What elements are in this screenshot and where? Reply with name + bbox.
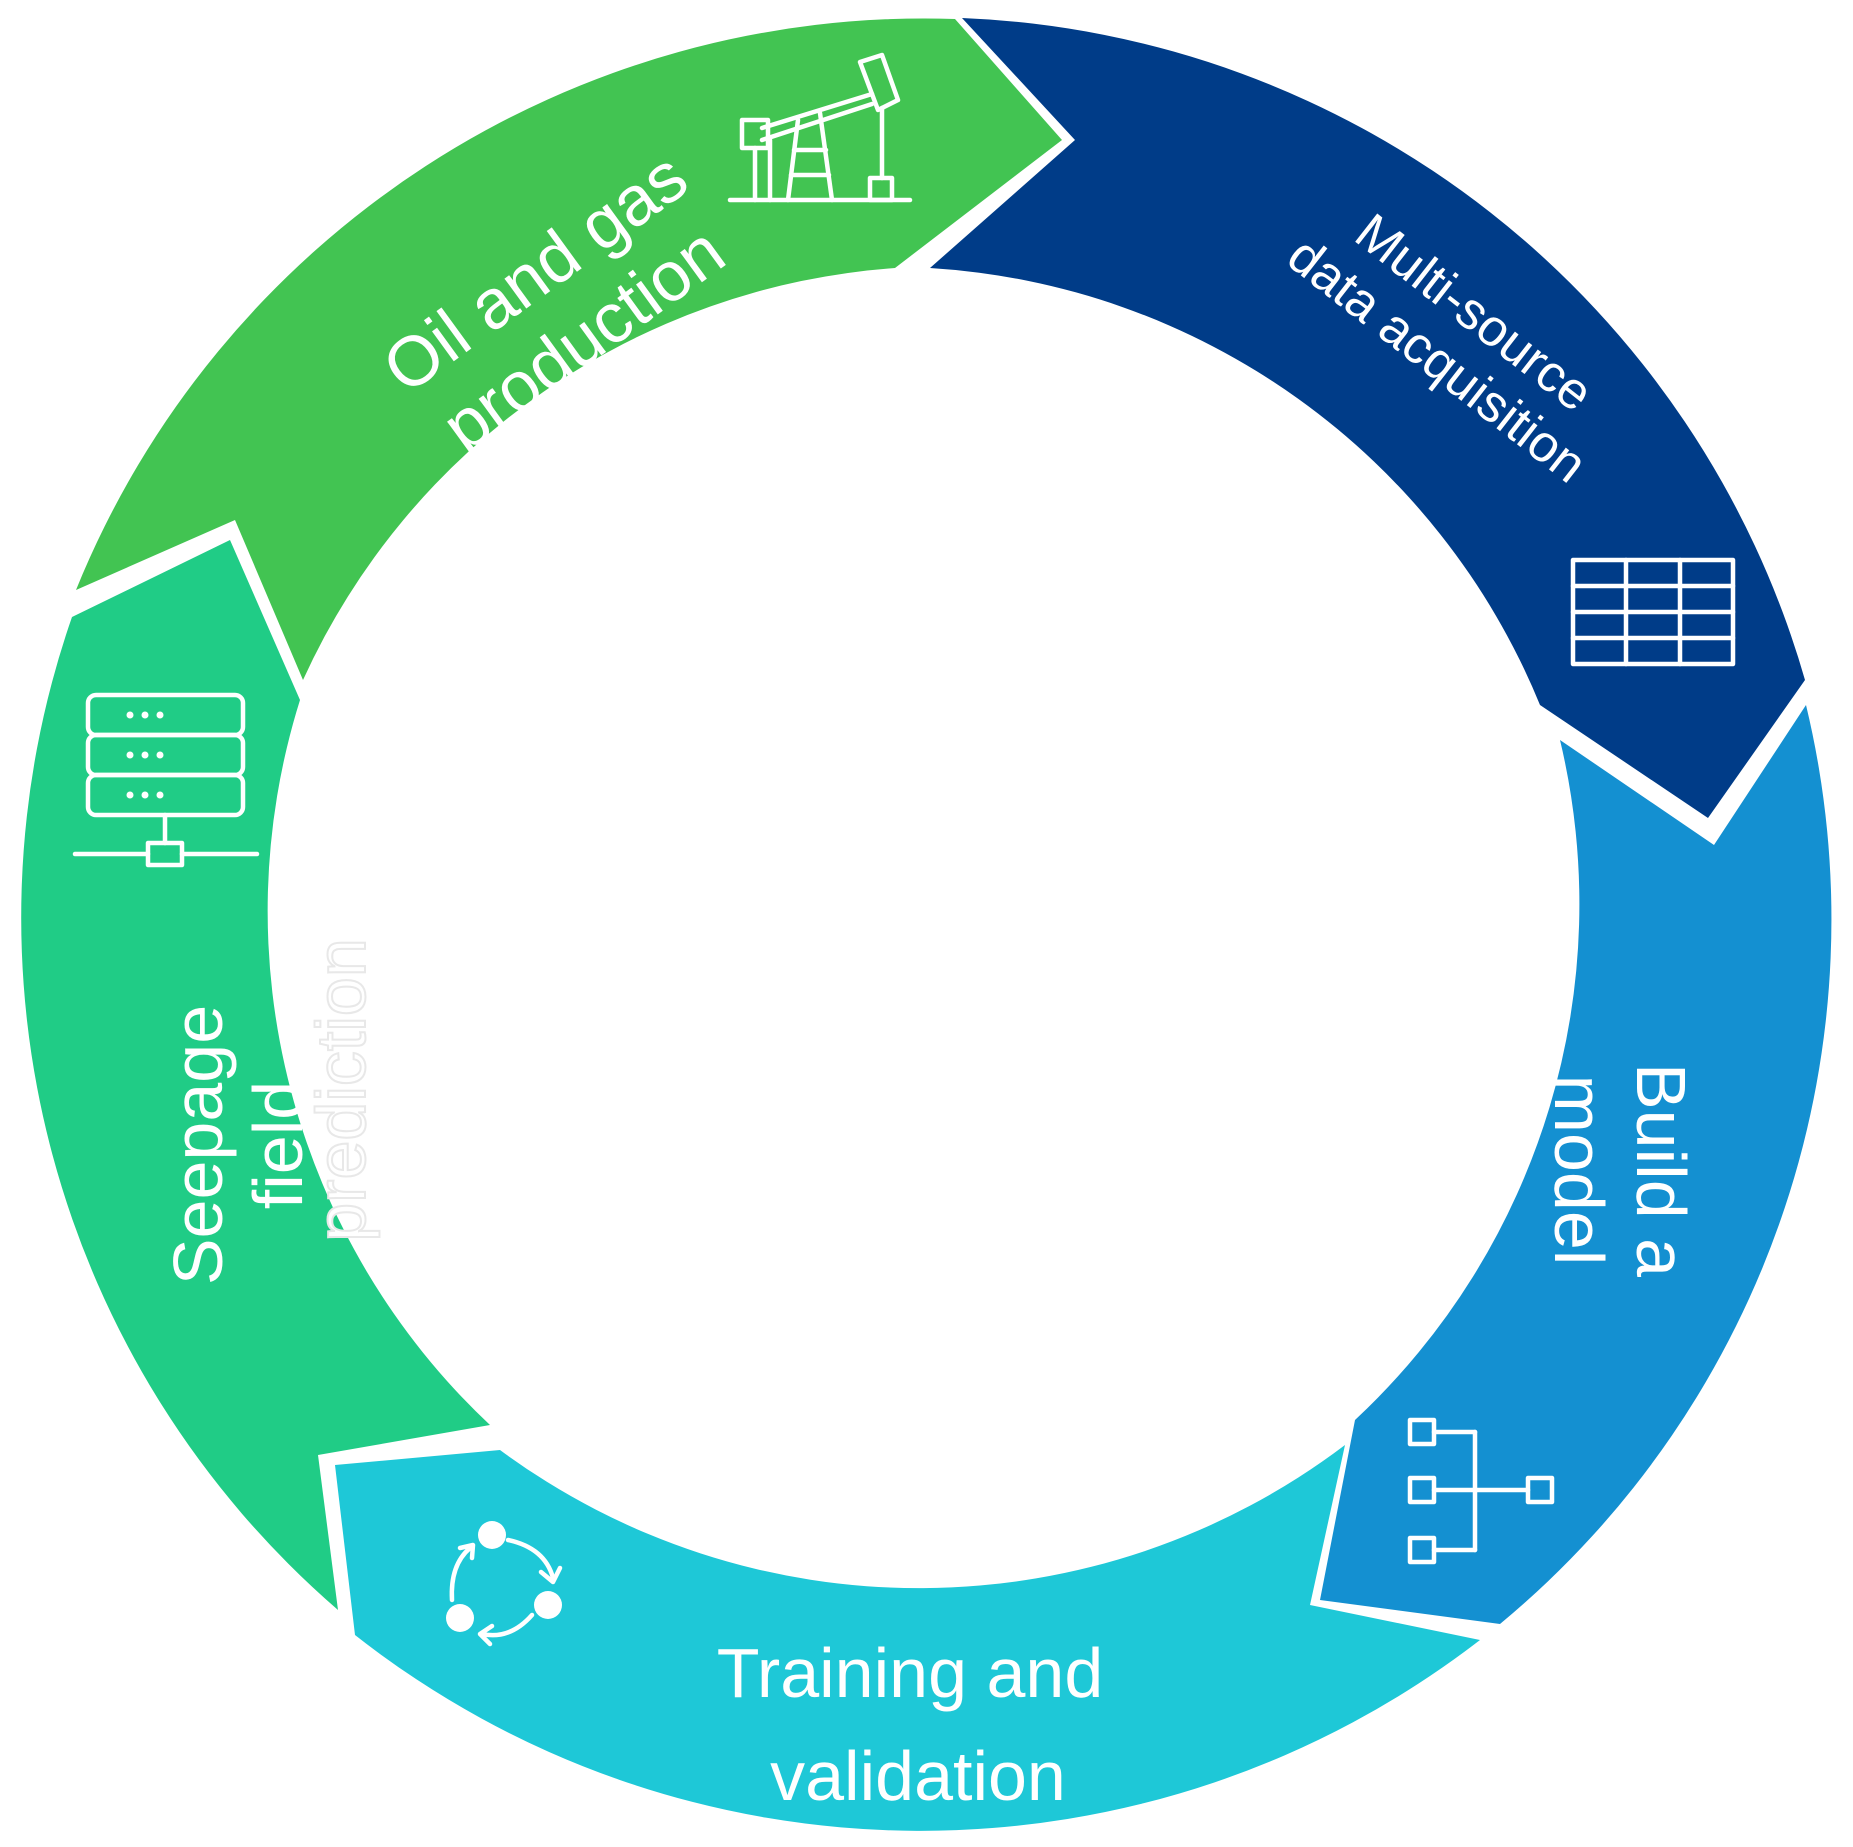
label-seepage-line3: prediction	[302, 938, 380, 1242]
segment-build-a-model	[1320, 705, 1832, 1624]
label-seepage-line2: field	[239, 1081, 317, 1209]
hierarchy-icon	[1407, 1417, 1555, 1565]
segment-training-and-validation	[335, 1445, 1480, 1831]
segment-multi-source-data-acquisition	[930, 18, 1805, 818]
table-grid-icon	[1570, 557, 1736, 667]
segment-seepage-field-prediction	[21, 540, 490, 1610]
server-rack-icon	[72, 692, 260, 868]
label-training-line1: Training and	[717, 1634, 1104, 1712]
label-training-line2: validation	[770, 1737, 1066, 1815]
label-build-model-line2: model	[1540, 1075, 1618, 1266]
segment-oil-gas-production	[76, 18, 1062, 681]
pumpjack-icon	[727, 52, 913, 203]
cycle-arrows-icon	[446, 1521, 563, 1647]
label-build-model-line1: Build a	[1622, 1063, 1700, 1277]
label-seepage-line1: Seepage	[159, 1005, 237, 1285]
